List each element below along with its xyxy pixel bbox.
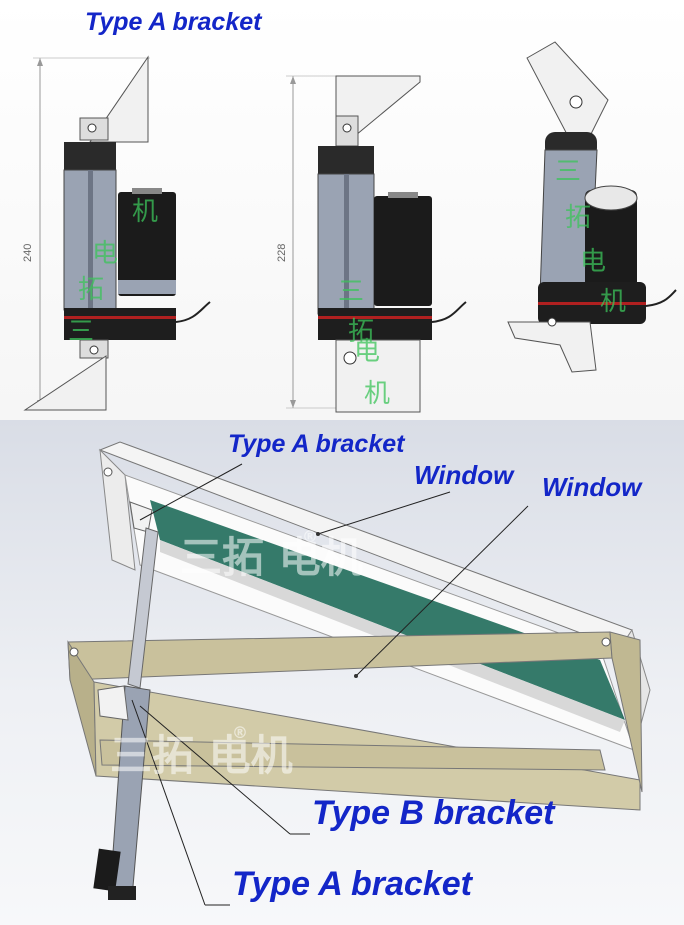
watermark-text: 三拓 电机	[180, 533, 363, 582]
watermark-glyph: 三	[555, 157, 581, 187]
label-type-b-bracket: Type B bracket	[312, 794, 555, 832]
registered-mark: ®	[302, 527, 318, 546]
label-type-a-bracket-bottom: Type A bracket	[232, 865, 472, 903]
dimension-228: 228	[276, 243, 288, 262]
window-installation-panel: 三拓 电机 三拓 电机 ® ® Type A bracket Window Wi…	[0, 420, 684, 925]
actuator-2	[286, 75, 467, 413]
watermark-glyph: 电	[354, 337, 380, 367]
dimension-240: 240	[22, 243, 34, 262]
watermark-glyph: 拓	[78, 275, 104, 305]
watermark-glyph: 三	[68, 317, 94, 347]
watermark-glyph: 电	[580, 247, 606, 277]
registered-mark: ®	[232, 723, 248, 742]
watermark: 三拓 电机 三拓 电机 ® ®	[110, 527, 363, 780]
watermark-glyph: 机	[600, 287, 626, 317]
label-type-a-bracket-top: Type A bracket	[228, 430, 405, 458]
actuator-installed	[93, 501, 159, 900]
leader-lines	[131, 463, 529, 906]
watermark-text: 三拓 电机	[110, 731, 293, 780]
actuator-drawings: 三 拓 电 机 三 拓 电 机 三 拓 电 机	[23, 41, 677, 413]
watermark-glyphs: 三 拓 电 机 三 拓 电 机 三 拓 电 机	[68, 157, 626, 409]
watermark-glyph: 拓	[565, 203, 591, 233]
actuator-3	[507, 41, 677, 373]
watermark-glyph: 机	[364, 379, 390, 409]
watermark-glyph: 电	[92, 239, 118, 269]
top-title: Type A bracket	[85, 8, 262, 36]
actuator-drawings-panel: 三 拓 电 机 三 拓 电 机 三 拓 电 机 240 228 Type A b…	[0, 0, 684, 420]
actuator-1	[23, 55, 211, 411]
window-diagram: 三拓 电机 三拓 电机 ® ®	[67, 441, 651, 906]
watermark-glyph: 三	[338, 277, 364, 307]
label-window-1: Window	[414, 460, 514, 490]
base-frame	[67, 631, 643, 811]
watermark-glyph: 机	[132, 197, 158, 227]
watermark-glyph: 拓	[348, 317, 374, 347]
label-window-2: Window	[542, 472, 642, 502]
